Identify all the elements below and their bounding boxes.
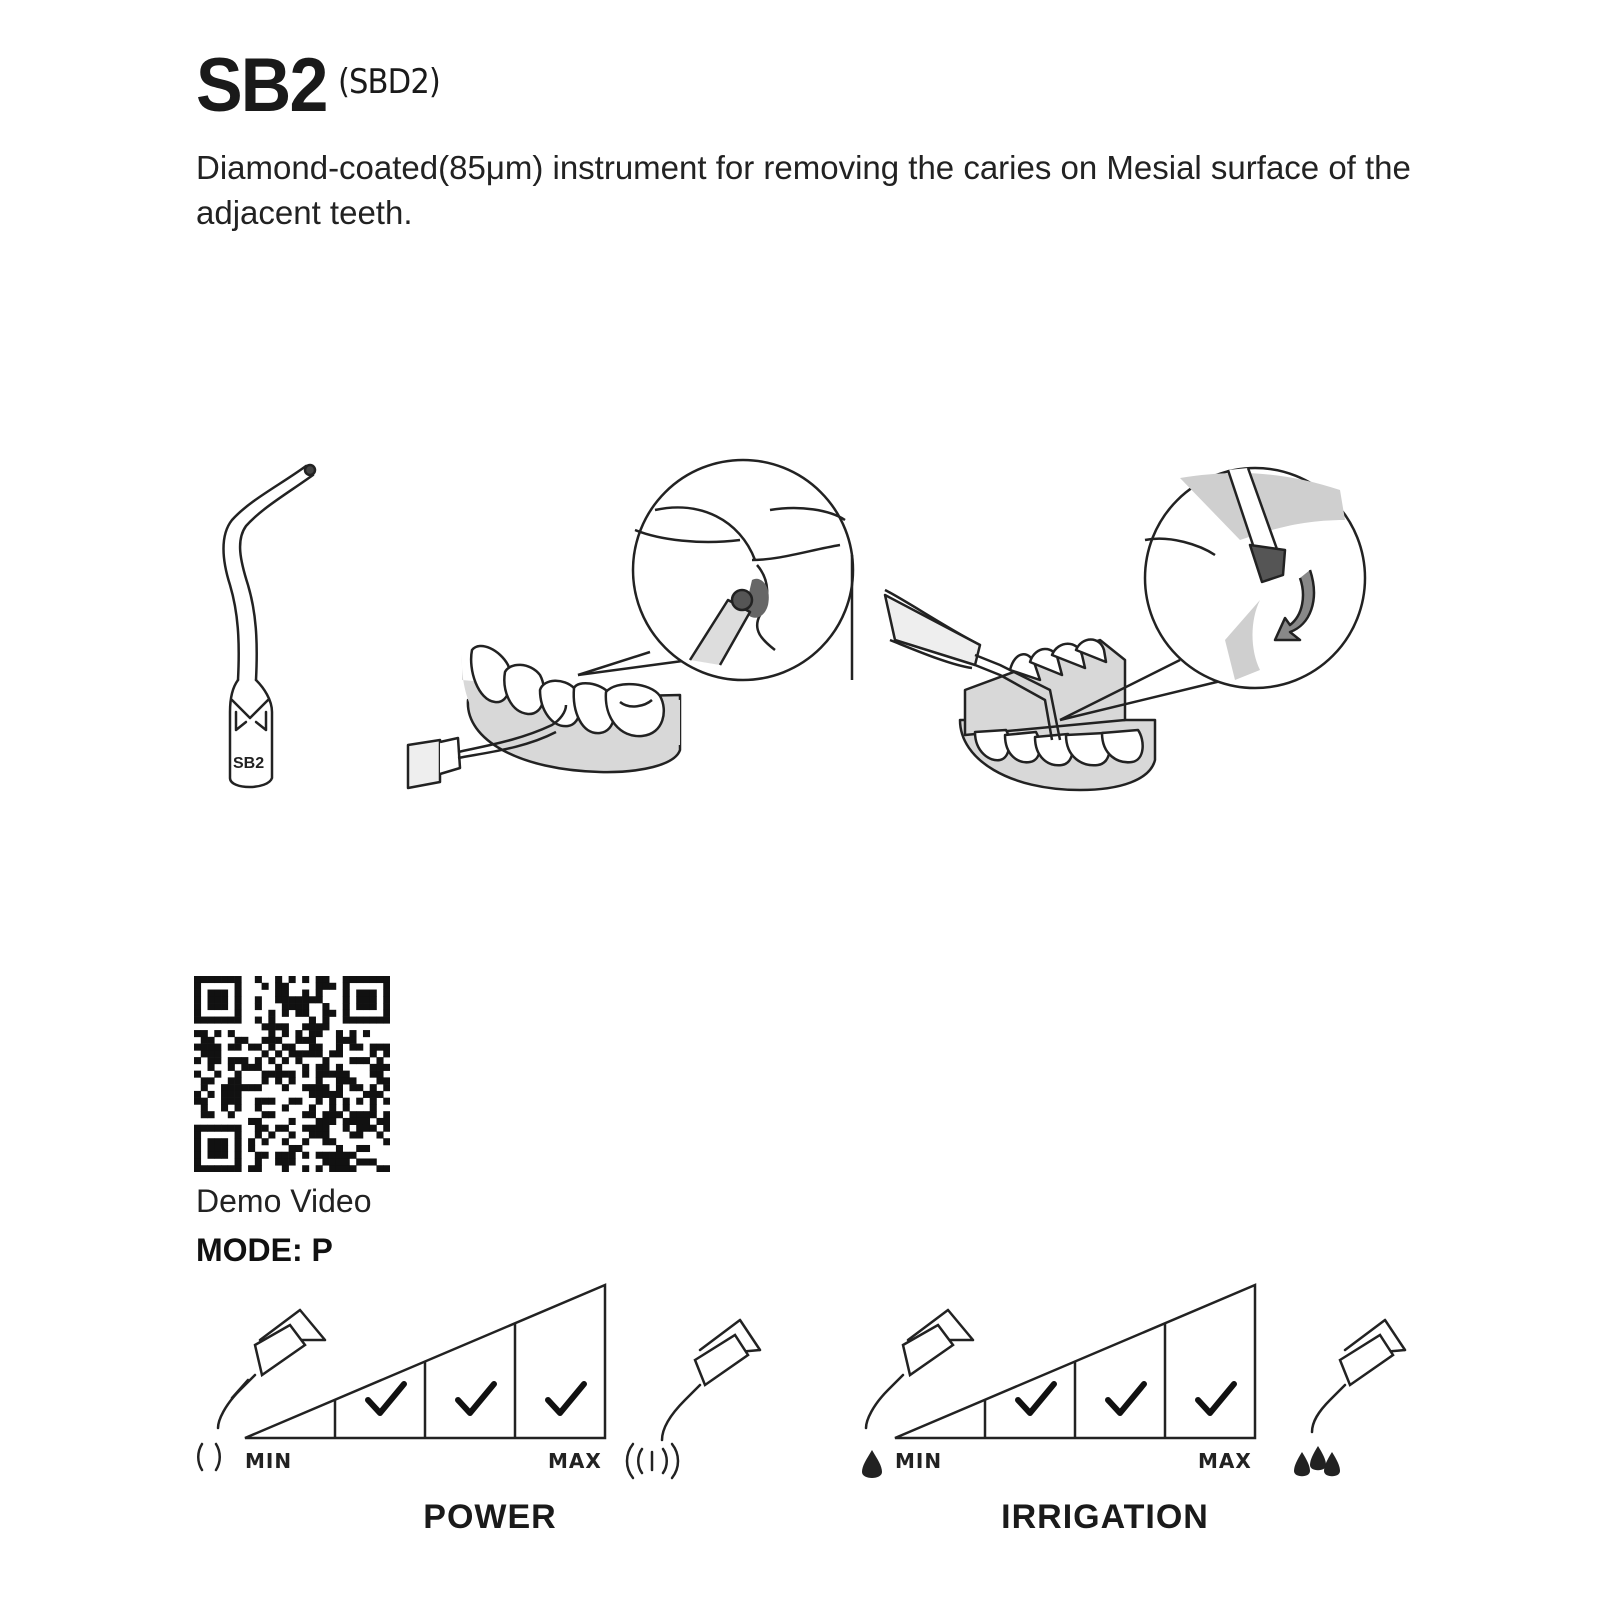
mode-label: MODE: P <box>196 1232 333 1268</box>
irrigation-checkmark-icon <box>1015 1381 1057 1416</box>
strong-vibration-icon <box>625 1442 680 1480</box>
product-code: SB2 <box>196 43 328 128</box>
irrigation-gauge: MIN MAX IRRIGATION <box>862 1283 1407 1536</box>
irrigation-max-label: MAX <box>1198 1449 1252 1473</box>
power-max-label: MAX <box>548 1449 602 1473</box>
product-description: Diamond-coated(85μm) instrument for remo… <box>196 149 1411 231</box>
tip-instrument-illustration: SB2 <box>222 463 317 789</box>
irrigation-title: IRRIGATION <box>1001 1498 1209 1536</box>
irrigation-checkmark-icon <box>1195 1381 1237 1416</box>
open-jaw-illustration <box>883 466 1367 792</box>
scaler-handpiece-right-icon <box>660 1318 762 1442</box>
lower-jaw-illustration <box>406 458 855 790</box>
power-checkmark-icon <box>455 1381 497 1416</box>
power-checkmark-icon <box>365 1381 407 1416</box>
tip-engraving: SB2 <box>233 755 264 772</box>
power-title: POWER <box>423 1498 556 1536</box>
multiple-drops-icon <box>1294 1446 1340 1477</box>
demo-video-caption: Demo Video <box>196 1183 372 1219</box>
scaler-handpiece-left-icon <box>216 1308 327 1430</box>
weak-vibration-icon <box>197 1442 221 1472</box>
single-drop-icon <box>862 1450 882 1478</box>
power-min-label: MIN <box>245 1449 292 1473</box>
irrigation-min-label: MIN <box>895 1449 942 1473</box>
qr-code[interactable] <box>194 976 390 1172</box>
power-checkmark-icon <box>545 1381 587 1416</box>
power-gauge: MIN MAX POWER <box>197 1283 762 1536</box>
irrigation-handpiece-left-icon <box>864 1308 975 1430</box>
irrigation-checkmark-icon <box>1105 1381 1147 1416</box>
product-header: SB2 (SBD2) <box>196 48 452 124</box>
irrigation-handpiece-right-icon <box>1310 1318 1407 1434</box>
product-alt-code: (SBD2) <box>338 62 441 102</box>
